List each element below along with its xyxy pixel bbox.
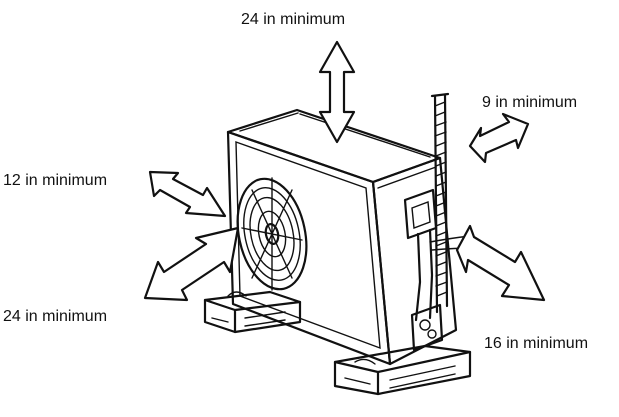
label-right-top-clearance: 9 in minimum	[482, 94, 577, 111]
label-right-bottom-clearance: 16 in minimum	[484, 335, 588, 352]
label-left-upper-clearance: 12 in minimum	[3, 172, 107, 189]
arrow-left-lower-clearance	[143, 226, 240, 302]
arrow-top-clearance	[318, 40, 356, 144]
mounting-pad-left	[203, 290, 302, 334]
label-top-clearance: 24 in minimum	[241, 11, 345, 28]
arrow-left-upper-clearance	[148, 170, 227, 218]
fan-grille	[236, 177, 308, 291]
mounting-pad-right	[333, 344, 472, 396]
arrow-right-top-clearance	[468, 112, 530, 164]
coiled-pipe	[430, 92, 450, 314]
label-left-lower-clearance: 24 in minimum	[3, 308, 107, 325]
arrow-right-bottom-clearance	[455, 224, 546, 302]
